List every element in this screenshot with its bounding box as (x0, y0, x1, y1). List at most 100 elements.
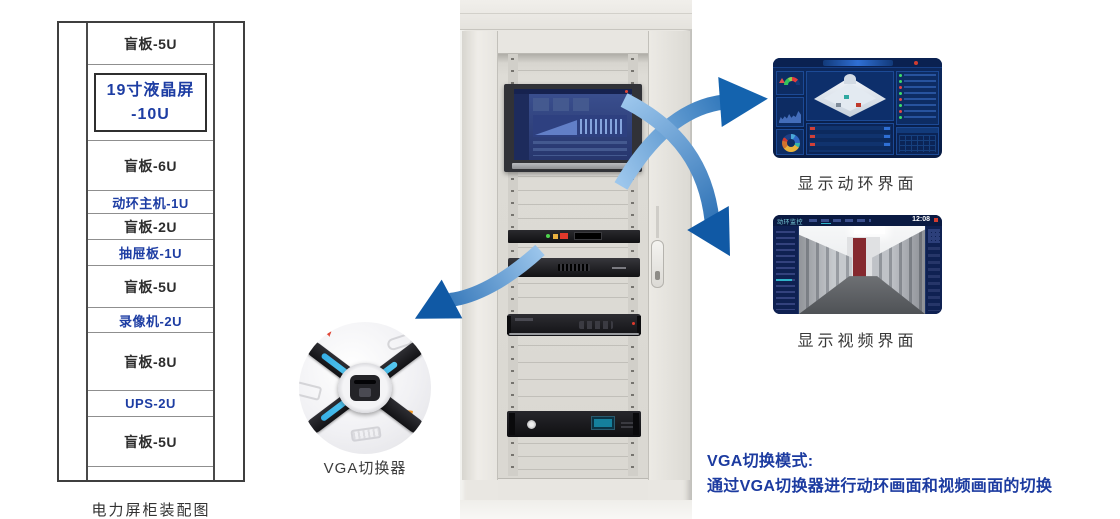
alarm-row (897, 78, 938, 84)
lcd-label-line2: -10U (131, 105, 170, 123)
panel-seam (518, 297, 628, 298)
rack-row: UPS-2U (88, 391, 213, 417)
video-live-view (799, 226, 925, 314)
status-dot-green (899, 91, 902, 95)
video-topbar: 动环监控 12:08 (773, 215, 942, 226)
video-left-sidebar (773, 226, 799, 314)
vga-port-sketch (350, 425, 382, 443)
data-table-action-chips (884, 127, 890, 151)
cabinet-top-cap (460, 0, 692, 30)
ceiling-light (854, 226, 885, 234)
cabinet-base (460, 500, 692, 519)
room-3d-floor-inner (824, 82, 876, 111)
trend-chart-panel (776, 97, 804, 127)
server-cabinet-photo (460, 0, 692, 519)
room-3d-panel (806, 71, 894, 121)
hub-control-panel (350, 375, 380, 401)
alarm-row (897, 108, 938, 114)
dashboard-logo-dot (914, 61, 918, 65)
rack-assembly-diagram: 盲板-5U 19寸液晶屏 -10U 盲板-6U 动环主机-1U 盲板-2U 抽屉… (57, 21, 245, 482)
room-dome (844, 74, 856, 84)
alarm-row-bar (904, 116, 936, 118)
rack-row-screen: 19寸液晶屏 -10U (88, 65, 213, 141)
data-table-panel (806, 123, 894, 155)
dashboard-topbar (773, 58, 942, 68)
panel-seam (518, 283, 628, 284)
rack-row-label: 抽屉板-1U (119, 246, 182, 261)
vga-switcher-photo (299, 322, 431, 454)
alarm-row-bar (904, 86, 936, 88)
warning-triangle-icon (779, 78, 785, 83)
amber-led (553, 234, 558, 239)
alarm-row (897, 90, 938, 96)
panel-seam (518, 396, 628, 397)
alarm-row (897, 96, 938, 102)
rack-column: 盲板-5U 19寸液晶屏 -10U 盲板-6U 动环主机-1U 盲板-2U 抽屉… (86, 23, 215, 480)
brand-heart-icon (323, 325, 333, 340)
channel-list-rows (928, 247, 940, 311)
screen-alert-dot (625, 90, 628, 93)
panel-seam (518, 204, 628, 205)
ups-display (591, 416, 615, 430)
rack-row-label: UPS-2U (125, 396, 176, 411)
video-logo: 动环监控 (777, 220, 804, 226)
note-line2: 通过VGA切换器进行动环画面和视频画面的切换 (707, 478, 1053, 495)
rack-row-label: 盲板-2U (123, 218, 178, 235)
alarm-row (897, 114, 938, 120)
data-table-status-chips (810, 127, 815, 151)
donut-chart-panel (776, 129, 804, 155)
screen-sidebar (514, 94, 529, 160)
camera-tree-active-row (776, 279, 792, 281)
cabinet-bottom-rail (498, 478, 648, 500)
panel-seam (518, 190, 628, 191)
monitor-bottom-strip (512, 163, 634, 169)
panel-seam (518, 176, 628, 177)
alarm-row-bar (904, 104, 936, 106)
switcher-hub (338, 363, 392, 413)
rack-row-label: 录像机-2U (119, 313, 182, 329)
panel-seam (518, 443, 628, 444)
camera-tree-rows (776, 231, 795, 310)
ptz-button-grid (928, 229, 940, 243)
lcd-dashboard-screen (514, 89, 632, 160)
note-line1: VGA切换模式: (707, 453, 814, 470)
status-dot-green (899, 79, 902, 83)
corridor-red-door (852, 238, 866, 277)
alarm-list-panel (896, 71, 939, 125)
cabinet-left-stile (462, 31, 498, 480)
device-label (612, 267, 626, 269)
alarm-row-bar (904, 98, 936, 100)
gauge-hole (788, 81, 796, 89)
screen-bar-chart (580, 119, 624, 134)
rack-row: 盲板-5U (88, 23, 213, 65)
gauge-panel (776, 71, 804, 95)
hub-switch-button (359, 388, 371, 397)
rack-row: 盲板-2U (88, 214, 213, 240)
panel-seam (518, 247, 628, 248)
ups-logo (527, 420, 536, 429)
lcd-label-line1: 19寸液晶屏 (106, 81, 195, 99)
video-menu-active-underline (821, 223, 831, 224)
status-dot-green (899, 73, 902, 77)
panel-seam (518, 456, 628, 457)
data-table-rows (809, 126, 891, 152)
ups-buttons (621, 420, 633, 428)
device-grille (558, 264, 590, 271)
door-keyhole (655, 271, 660, 280)
screen-list-rows (533, 141, 627, 156)
rack-row-label: 盲板-6U (123, 157, 178, 174)
donut-hole (787, 139, 795, 147)
red-led (560, 233, 568, 239)
rack-device-ups (507, 411, 641, 437)
video-right-sidebar (925, 226, 942, 314)
room-equipment-red (856, 102, 861, 107)
panel-seam (518, 70, 628, 71)
rack-row: 盲板-5U (88, 417, 213, 467)
rack-lcd-monitor (504, 84, 642, 172)
rack-row: 盲板-5U (88, 266, 213, 308)
video-menu-items (809, 219, 871, 222)
alarm-row-bar (904, 80, 936, 82)
alarm-row (897, 84, 938, 90)
status-dot-red (899, 85, 902, 89)
rack-row-label: 盲板-5U (123, 35, 178, 52)
